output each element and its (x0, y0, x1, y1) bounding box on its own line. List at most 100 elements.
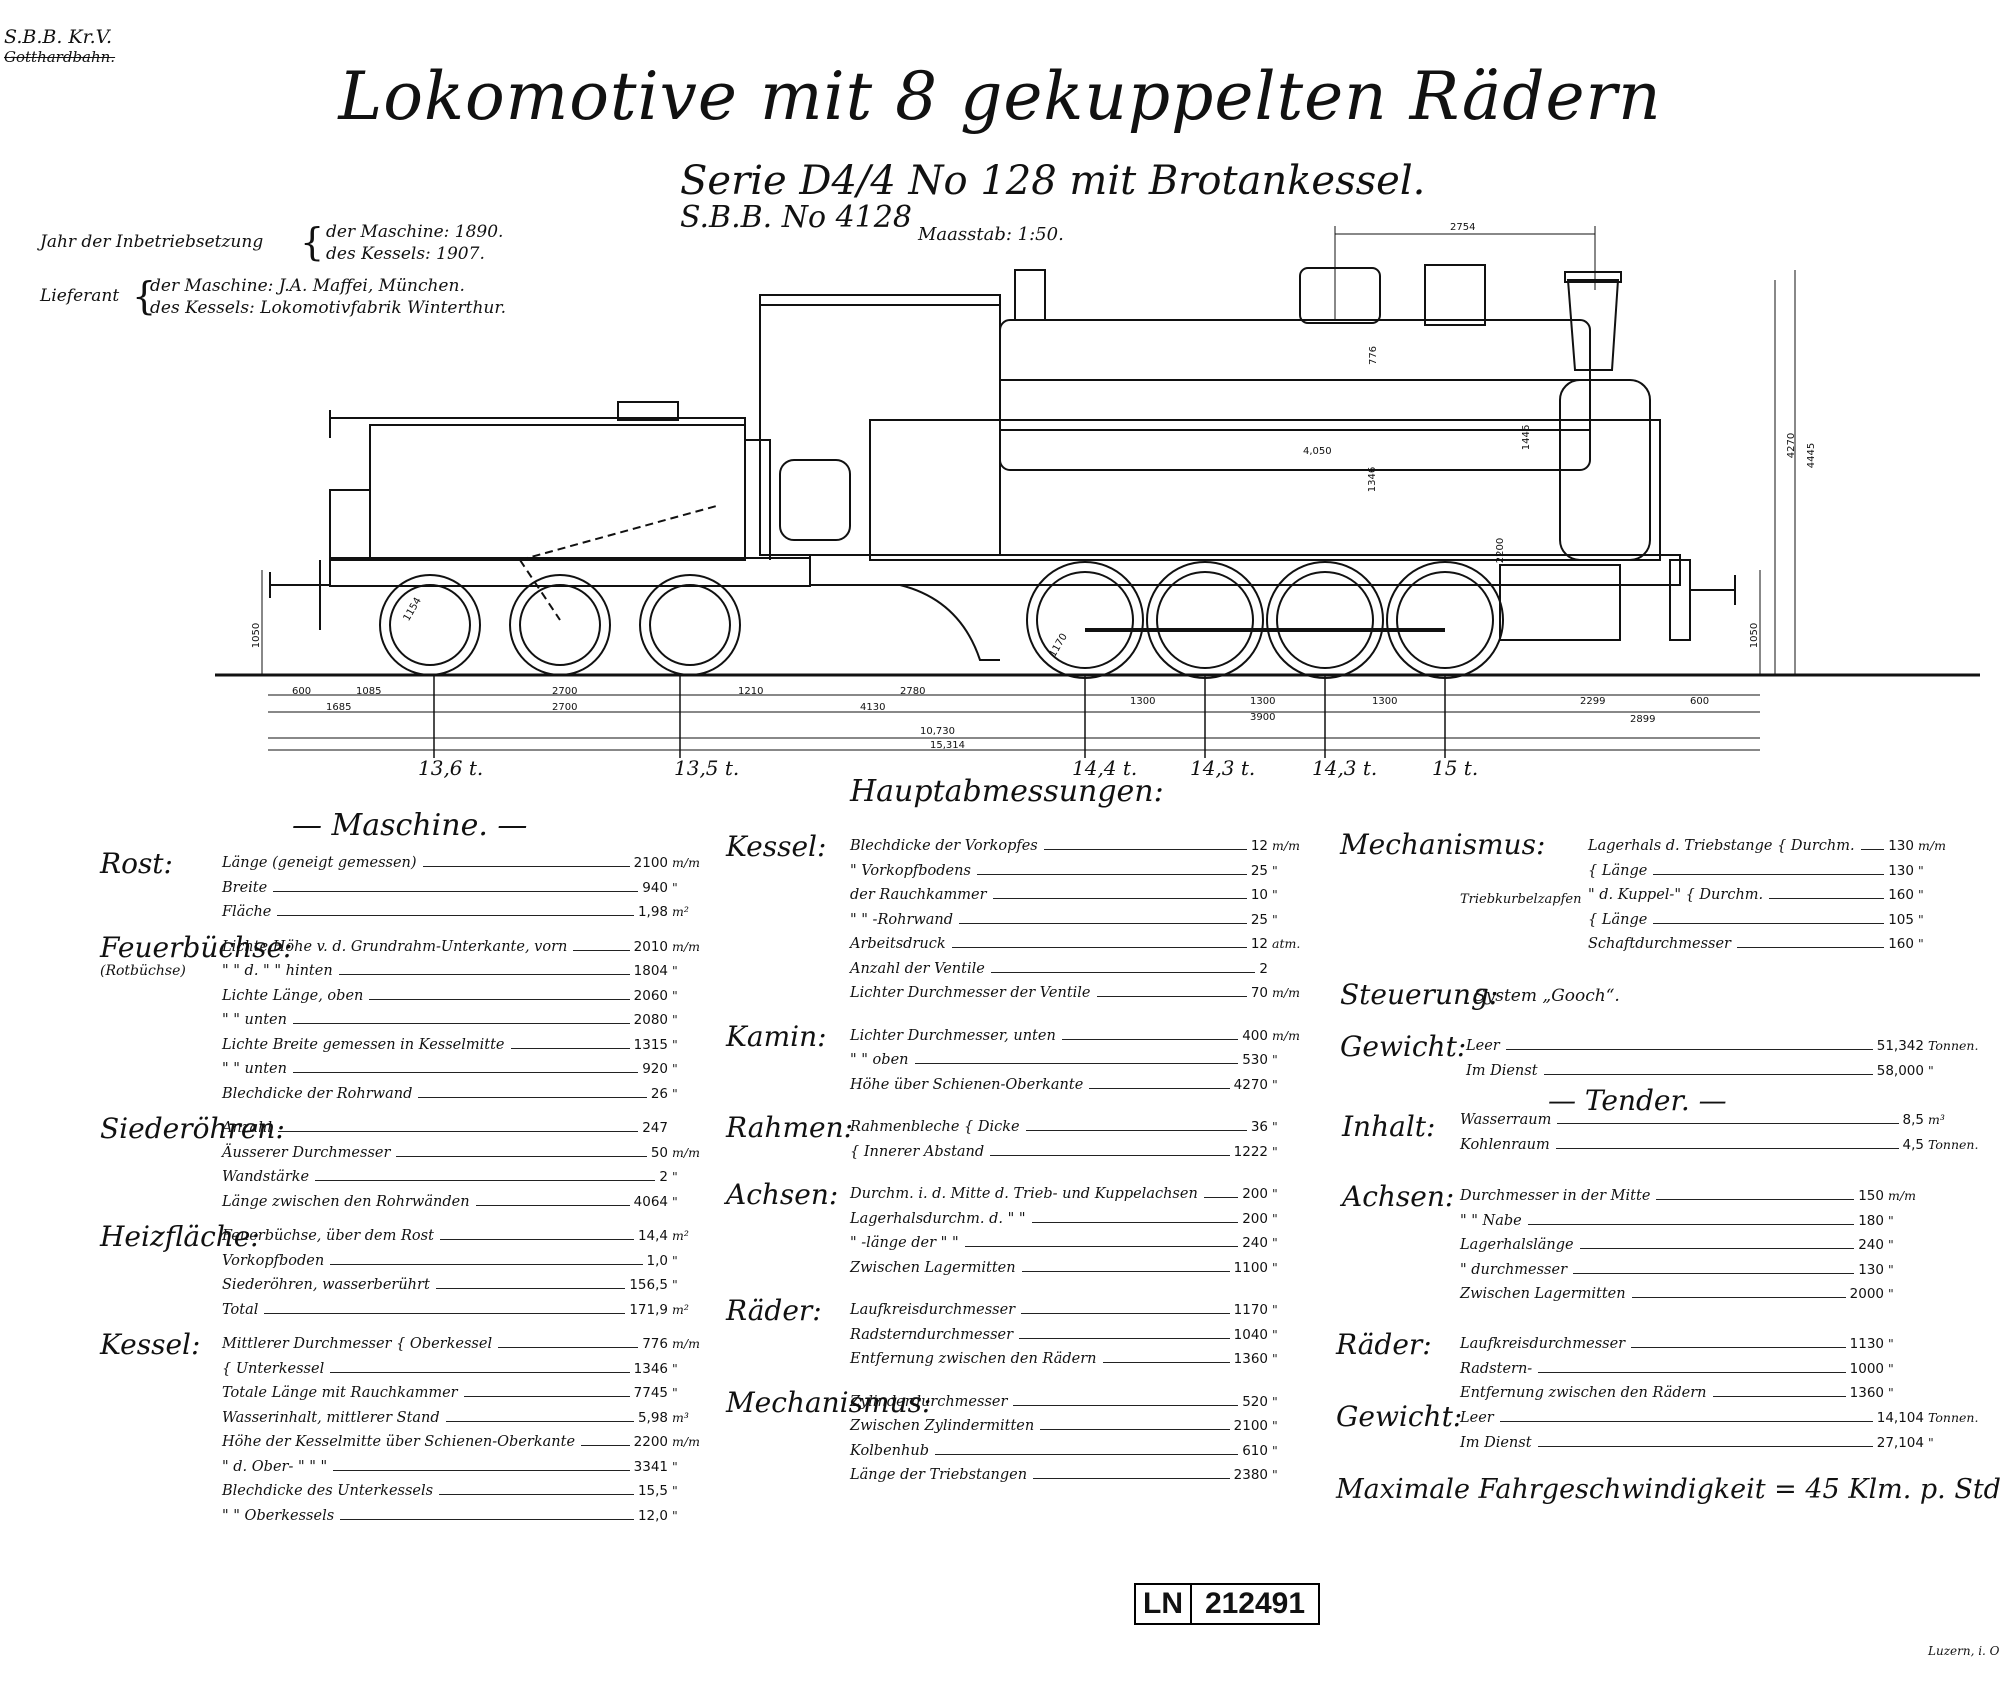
row-label: { Länge (1588, 862, 1648, 879)
tender-tank (369, 424, 746, 561)
leader-line (1653, 922, 1885, 924)
row-unit: m/m (672, 938, 700, 954)
row-unit: Tonnen. (1928, 1410, 1979, 1425)
leader-line (273, 890, 639, 892)
row-label: Durchm. i. d. Mitte d. Trieb- und Kuppel… (850, 1186, 1198, 1202)
row-label: Lagerhalsdurchm. d. " " (850, 1210, 1026, 1227)
leader-line (1033, 1478, 1230, 1479)
axle-load-4: 14,3 t. (1190, 756, 1256, 780)
leader-line (330, 1371, 630, 1373)
tender-frame (329, 557, 811, 587)
corner-line1: S.B.B. Kr.V. (4, 26, 113, 48)
row-label: Rahmenbleche { Dicke (850, 1119, 1020, 1135)
row-label: Im Dienst (1460, 1434, 1532, 1451)
leader-line (330, 1263, 643, 1265)
supplier-boiler: des Kessels: Lokomotivfabrik Winterthur. (150, 298, 507, 318)
row-unit: " (672, 1507, 678, 1523)
row-label: Mittlerer Durchmesser { Oberkessel (222, 1336, 493, 1352)
row-value: 130 (1858, 1261, 1884, 1278)
row-label: Länge (geneigt gemessen) (222, 855, 417, 871)
leader-line (1019, 1337, 1230, 1339)
leader-line (1631, 1297, 1846, 1298)
leader-line (463, 1396, 630, 1397)
row-label: Zwischen Zylindermitten (850, 1418, 1035, 1434)
row-unit: " (672, 1360, 678, 1376)
row-value: 3341 (633, 1458, 668, 1475)
leader-line (369, 998, 630, 1000)
leader-line (1102, 1362, 1230, 1363)
leader-line (1860, 849, 1885, 850)
leader-line (333, 1469, 630, 1471)
leader-line (1505, 1049, 1873, 1050)
c3-gewicht-heading: Gewicht: (1340, 1030, 1467, 1063)
row-unit: " (672, 1252, 678, 1268)
dim-2700-b: 2700 (552, 702, 578, 713)
dim-2899: 2899 (1630, 714, 1656, 725)
row-label: Höhe über Schienen-Oberkante (850, 1076, 1084, 1093)
row-label: Zwischen Lagermitten (1460, 1286, 1626, 1302)
row-label: Fläche (222, 904, 272, 920)
leader-line (1013, 1404, 1239, 1406)
row-unit: m/m (1272, 985, 1300, 1000)
row-value: 25 (1250, 862, 1268, 879)
driving-wheel-4 (1386, 561, 1504, 679)
row-unit: m/m (672, 855, 700, 870)
tender-heading-text: Tender. (1584, 1084, 1690, 1117)
row-unit: " (672, 1458, 678, 1474)
row-value: 2060 (633, 987, 668, 1004)
tender-coal-rail (330, 417, 746, 425)
commissioning-machine: der Maschine: 1890. (326, 222, 504, 242)
row-label: Feuerbüchse, über dem Rost (222, 1228, 434, 1244)
row-unit: " (1888, 1336, 1894, 1351)
leader-line (396, 1155, 647, 1157)
row-label: " " d. " " hinten (222, 963, 333, 979)
row-value: 776 (642, 1336, 668, 1352)
row-unit: m² (672, 1228, 689, 1243)
section-heading: Kamin: (726, 1019, 827, 1053)
dim-1346: 1346 (1367, 466, 1379, 493)
row-unit: m³ (672, 1409, 689, 1425)
row-label: Lagerhals d. Triebstange { Durchm. (1588, 838, 1855, 854)
row-value: 105 (1888, 911, 1914, 928)
row-value: 26 (650, 1085, 668, 1102)
row-label: Radsterndurchmesser (850, 1326, 1014, 1343)
row-unit: m/m (672, 1434, 700, 1449)
row-label: { Länge (1588, 911, 1648, 928)
leader-line (992, 898, 1247, 899)
table-row: Durchm. i. d. Mitte d. Trieb- und Kuppel… (850, 1186, 1332, 1202)
row-label: Radstern- (1460, 1360, 1533, 1377)
row-value: 1170 (1233, 1302, 1268, 1318)
driving-wheel-2 (1146, 561, 1264, 679)
row-value: 180 (1858, 1212, 1884, 1229)
table-row: Lichte Höhe v. d. Grundrahm-Unterkante, … (222, 939, 732, 955)
row-value: 36 (1250, 1119, 1268, 1135)
section-heading: Rost: (100, 847, 173, 880)
row-label: Durchmesser in der Mitte (1460, 1188, 1651, 1204)
maschine-heading-text: Maschine. (331, 808, 488, 843)
row-label: Äusserer Durchmesser (222, 1144, 391, 1161)
row-label: Entfernung zwischen den Rädern (1460, 1385, 1707, 1401)
c3-gewicht2-heading: Gewicht: (1336, 1400, 1463, 1433)
row-label: Wasserinhalt, mittlerer Stand (222, 1409, 440, 1426)
row-unit: " (672, 987, 678, 1003)
row-unit: " (1272, 1052, 1278, 1067)
row-label: Schaftdurchmesser (1588, 936, 1731, 952)
row-label: Länge zwischen den Rohrwänden (222, 1193, 470, 1210)
row-value: 2200 (633, 1434, 668, 1450)
